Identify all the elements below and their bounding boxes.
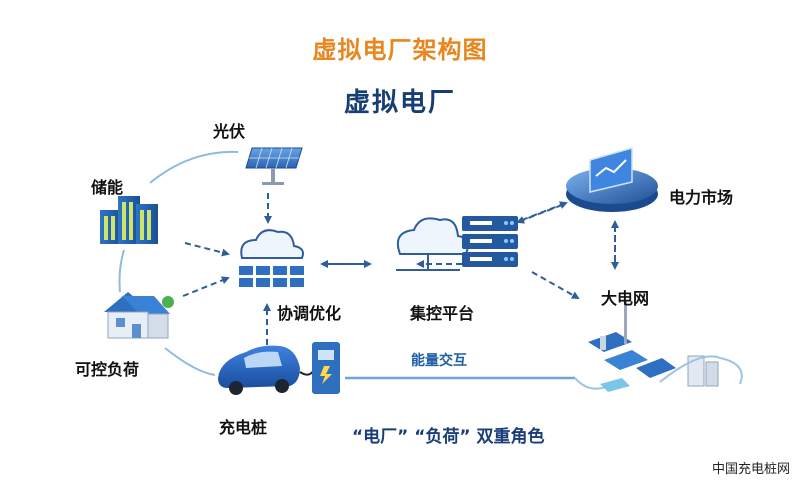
- platform-to-grid-arrow: [531, 271, 580, 299]
- ring-connections: [118, 150, 239, 376]
- node-label-controllable-load: 可控负荷: [75, 360, 140, 379]
- power-market-icon: [566, 147, 658, 212]
- dual-role-caption: “电厂” “负荷” 双重角色: [352, 427, 545, 447]
- storage-to-coordination-arrow: [184, 242, 230, 257]
- charging-station-icon: [312, 342, 340, 394]
- node-label-grid: 大电网: [601, 289, 650, 308]
- node-label-storage: 储能: [91, 178, 124, 197]
- node-label-charging-pile: 充电桩: [219, 418, 268, 437]
- house-icon: [104, 292, 174, 339]
- coordination-cloud-icon: [239, 229, 304, 287]
- load-to-coordination-arrow: [182, 276, 230, 297]
- diagram-title: 虚拟电厂架构图: [312, 36, 488, 64]
- diagram-subtitle: 虚拟电厂: [343, 88, 456, 118]
- node-label-coordination: 协调优化: [277, 304, 342, 323]
- energy-storage-icon: [100, 196, 158, 244]
- link-label-energy-exchange: 能量交互: [411, 353, 467, 369]
- market-to-platform-arrow: [516, 204, 563, 224]
- storage-load-line: [118, 249, 125, 293]
- electric-car-icon: [218, 345, 317, 395]
- platform-server-icon: [396, 216, 518, 271]
- dashed-arrows: [182, 193, 619, 345]
- node-label-pv: 光伏: [213, 122, 246, 141]
- solar-panel-icon: [245, 147, 303, 185]
- platform-to-market-arrow: [521, 201, 568, 221]
- node-label-power-market: 电力市场: [669, 188, 734, 207]
- storage-pv-line: [149, 150, 239, 184]
- load-car-line: [164, 347, 216, 376]
- watermark: 中国充电桩网: [712, 462, 791, 477]
- power-grid-icon: [574, 300, 743, 392]
- node-label-platform: 集控平台: [410, 304, 475, 323]
